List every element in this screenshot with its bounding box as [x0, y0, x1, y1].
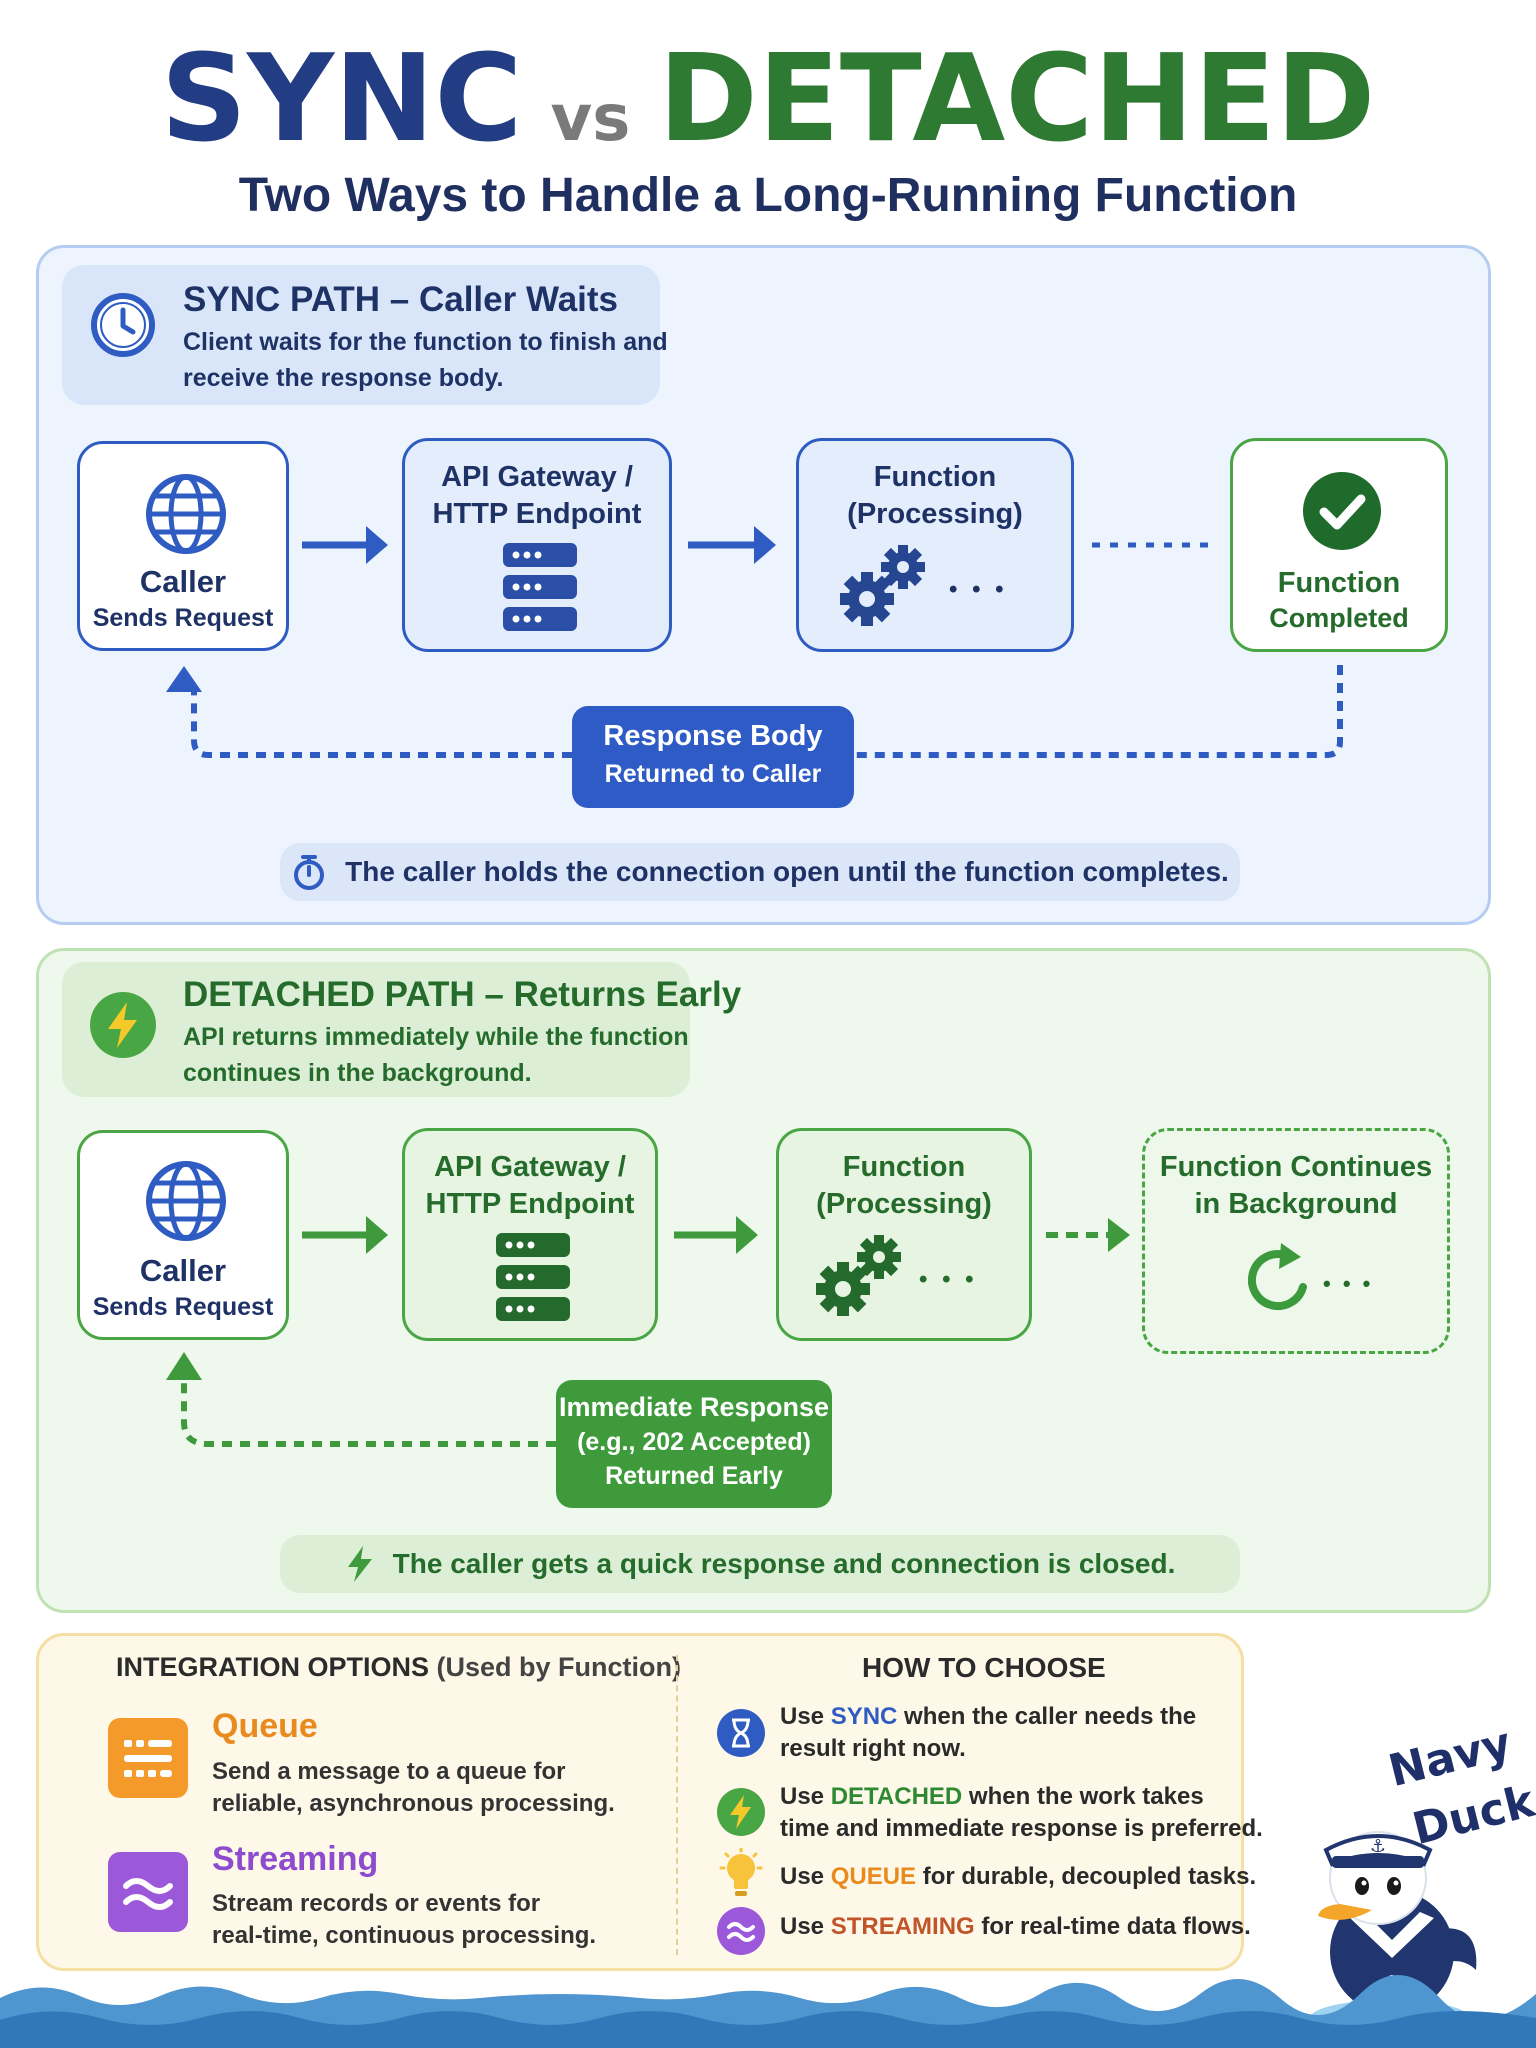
choose-streaming-keyword: STREAMING [830, 1913, 975, 1940]
choose-detached-line1: Use DETACHED when the work takes [780, 1783, 1204, 1810]
sync-function-line1: Function [873, 461, 997, 493]
choose-heading: HOW TO CHOOSE [862, 1652, 1106, 1683]
sync-function-node: Function (Processing) • • • [796, 438, 1074, 652]
globe-icon [146, 474, 226, 554]
streaming-icon [717, 1907, 765, 1955]
lightning-icon [90, 992, 156, 1058]
page-title: SYNC vs DETACHED [0, 30, 1536, 169]
choose-detached-line2: time and immediate response is preferred… [780, 1815, 1263, 1842]
detached-function-node: Function (Processing) • • • [776, 1128, 1032, 1341]
streaming-desc-line1: Stream records or events for [212, 1890, 541, 1917]
sync-function-line2: (Processing) [847, 498, 1023, 530]
sync-path-title: SYNC PATH – Caller Waits [183, 280, 619, 319]
detached-note: The caller gets a quick response and con… [280, 1535, 1240, 1593]
sync-completed-line1: Function [1277, 567, 1401, 599]
sync-caller-title: Caller [139, 564, 227, 599]
detached-caller-title: Caller [139, 1253, 227, 1288]
detached-function-line1: Function [842, 1151, 966, 1183]
queue-icon [108, 1718, 188, 1798]
detached-response-line3: Returned Early [605, 1462, 783, 1490]
sync-gateway-line1: API Gateway / [441, 461, 633, 493]
stopwatch-icon [294, 855, 325, 890]
detached-header [62, 962, 690, 1097]
sync-completed-line2: Completed [1269, 603, 1409, 633]
integration-heading: INTEGRATION OPTIONS (Used by Function) [116, 1652, 681, 1683]
sync-note-text: The caller holds the connection open unt… [345, 856, 1229, 887]
sync-header [62, 265, 660, 405]
sync-response-box: Response Body Returned to Caller [572, 706, 854, 808]
detached-bg-dots: • • • [1323, 1271, 1374, 1296]
detached-note-text: The caller gets a quick response and con… [392, 1548, 1176, 1579]
streaming-desc-line2: real-time, continuous processing. [212, 1922, 597, 1949]
hourglass-icon [717, 1709, 765, 1757]
queue-desc-line1: Send a message to a queue for [212, 1758, 566, 1785]
gears-icon [840, 545, 925, 626]
globe-icon [146, 1161, 226, 1241]
sync-completed-node: Function Completed [1230, 438, 1448, 652]
detached-gateway-line1: API Gateway / [434, 1151, 626, 1183]
lightning-icon [717, 1788, 765, 1836]
title-detached: DETACHED [658, 30, 1376, 169]
detached-bg-line2: in Background [1194, 1188, 1398, 1220]
title-sync: SYNC [160, 30, 523, 169]
sync-note: The caller holds the connection open unt… [280, 843, 1240, 901]
detached-response-line2: (e.g., 202 Accepted) [577, 1428, 811, 1456]
queue-title: Queue [212, 1707, 318, 1745]
detached-response-line1: Immediate Response [558, 1392, 830, 1422]
detached-function-dots: • • • [919, 1266, 978, 1293]
svg-text:⚓: ⚓ [1370, 1836, 1386, 1857]
sync-function-dots: • • • [949, 576, 1008, 603]
detached-desc-line2: continues in the background. [183, 1059, 532, 1087]
choose-sync-line1: Use SYNC when the caller needs the [780, 1703, 1197, 1730]
options-panel [36, 1633, 1244, 1971]
sync-gateway-node: API Gateway / HTTP Endpoint [402, 438, 672, 652]
detached-gateway-line2: HTTP Endpoint [425, 1188, 635, 1220]
refresh-icon [1247, 1243, 1307, 1311]
choose-sync-keyword: SYNC [830, 1703, 898, 1730]
detached-bg-line1: Function Continues [1159, 1151, 1433, 1183]
choose-sync-line2: result right now. [780, 1735, 966, 1762]
detached-caller-node: Caller Sends Request [77, 1130, 289, 1340]
sync-desc-line1: Client waits for the function to finish … [183, 328, 668, 356]
choose-queue-keyword: QUEUE [830, 1863, 917, 1890]
options-divider [676, 1655, 678, 1955]
page-subtitle: Two Ways to Handle a Long-Running Functi… [238, 169, 1298, 222]
detached-background-node: Function Continues in Background • • • [1142, 1128, 1450, 1354]
detached-path-title: DETACHED PATH – Returns Early [183, 975, 742, 1014]
detached-caller-sub: Sends Request [92, 1293, 274, 1321]
streaming-title: Streaming [212, 1840, 379, 1878]
sync-caller-node: Caller Sends Request [77, 441, 289, 651]
sync-caller-sub: Sends Request [92, 604, 274, 632]
queue-desc-line2: reliable, asynchronous processing. [212, 1790, 615, 1817]
clock-icon [91, 293, 155, 357]
server-icon [496, 1233, 570, 1321]
ocean-waves [0, 1974, 1536, 2048]
detached-desc-line1: API returns immediately while the functi… [183, 1023, 689, 1051]
sync-desc-line2: receive the response body. [183, 364, 504, 392]
choose-streaming-line: Use STREAMING for real-time data flows. [780, 1913, 1251, 1940]
title-vs: vs [550, 82, 631, 156]
check-circle-icon [1303, 472, 1381, 550]
detached-response-box: Immediate Response (e.g., 202 Accepted) … [556, 1380, 832, 1508]
integration-heading-rest: (Used by Function) [429, 1652, 682, 1682]
detached-gateway-node: API Gateway / HTTP Endpoint [402, 1128, 658, 1341]
integration-heading-bold: INTEGRATION OPTIONS [116, 1652, 430, 1682]
detached-function-line2: (Processing) [816, 1188, 992, 1220]
streaming-icon [108, 1852, 188, 1932]
sync-gateway-line2: HTTP Endpoint [432, 498, 642, 530]
choose-detached-keyword: DETACHED [830, 1783, 963, 1810]
lightning-icon [347, 1546, 372, 1582]
server-icon [503, 543, 577, 631]
lightbulb-icon [719, 1848, 763, 1896]
gears-icon [816, 1235, 901, 1316]
sync-response-line1: Response Body [603, 720, 823, 752]
sync-response-line2: Returned to Caller [604, 760, 822, 788]
choose-queue-line: Use QUEUE for durable, decoupled tasks. [780, 1863, 1257, 1890]
